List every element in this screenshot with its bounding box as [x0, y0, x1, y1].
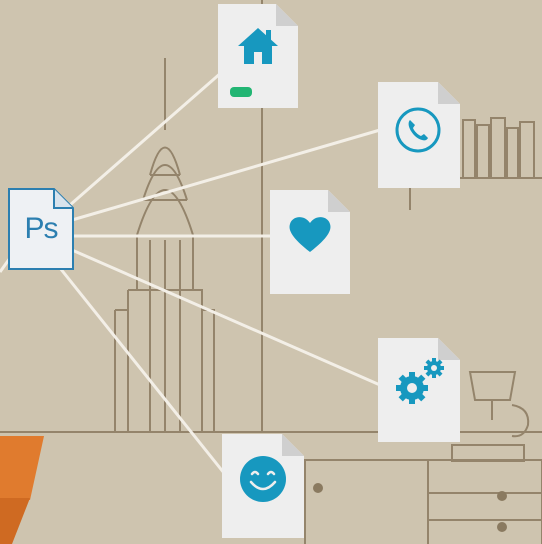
smiley-icon [240, 456, 286, 502]
settings-file-card[interactable] [378, 338, 460, 442]
battery-icon [230, 87, 252, 97]
heart-file-card[interactable] [270, 190, 350, 294]
ps-file-icon[interactable]: Ps [8, 188, 74, 270]
heart-icon [289, 217, 331, 252]
gears-icon [396, 358, 444, 404]
house-icon [238, 28, 278, 64]
smiley-file-card[interactable] [222, 434, 304, 538]
phone-icon [395, 107, 441, 153]
ps-label: Ps [24, 212, 58, 245]
phone-file-card[interactable] [378, 82, 460, 188]
home-file-card[interactable] [218, 4, 298, 108]
